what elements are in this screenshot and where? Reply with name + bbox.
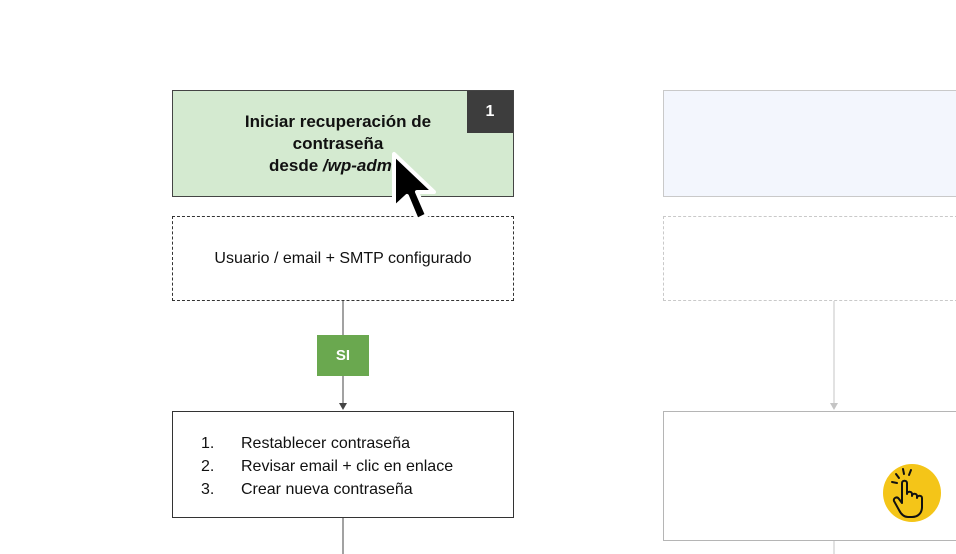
- step-title-line1: Iniciar recuperación de: [244, 112, 432, 131]
- mouse-pointer-icon: [392, 152, 436, 222]
- list-item: 2. Revisar email + clic en enlace: [201, 455, 513, 478]
- steps-box: 1. Restablecer contraseña 2. Revisar email…: [172, 411, 514, 518]
- step-item-number: 1.: [201, 435, 215, 452]
- right-step-header-box: [663, 90, 956, 197]
- step-title-line2: contraseña: [292, 134, 384, 153]
- list-item: 3. Crear nueva contraseña: [201, 478, 513, 501]
- tap-hand-icon: [883, 464, 941, 522]
- step-item-text: Crear nueva contraseña: [241, 481, 413, 498]
- step-item-number: 2.: [201, 458, 215, 475]
- condition-text: Usuario / email + SMTP configurado: [214, 249, 472, 267]
- list-item: 1. Restablecer contraseña: [201, 432, 513, 455]
- step-title: Iniciar recuperación de contraseña desde…: [213, 111, 463, 177]
- condition-box: Usuario / email + SMTP configurado: [172, 216, 514, 301]
- decision-label: SI: [317, 335, 369, 376]
- steps-list: 1. Restablecer contraseña 2. Revisar email…: [201, 432, 513, 501]
- right-arrowhead: [830, 403, 838, 410]
- step-title-line3: desde /wp-admin: [213, 155, 463, 177]
- step-item-text: Revisar email + clic en enlace: [241, 458, 454, 475]
- step-title-path: /wp-admin: [322, 156, 407, 175]
- arrowhead: [339, 403, 347, 410]
- step-item-number: 3.: [201, 481, 215, 498]
- step-title-prefix: desde: [269, 156, 323, 175]
- step-header-box: Iniciar recuperación de contraseña desde…: [172, 90, 514, 197]
- right-steps-box: [663, 411, 956, 541]
- right-condition-box: [663, 216, 956, 301]
- step-item-text: Restablecer contraseña: [241, 435, 410, 452]
- step-number-badge: 1: [467, 91, 513, 133]
